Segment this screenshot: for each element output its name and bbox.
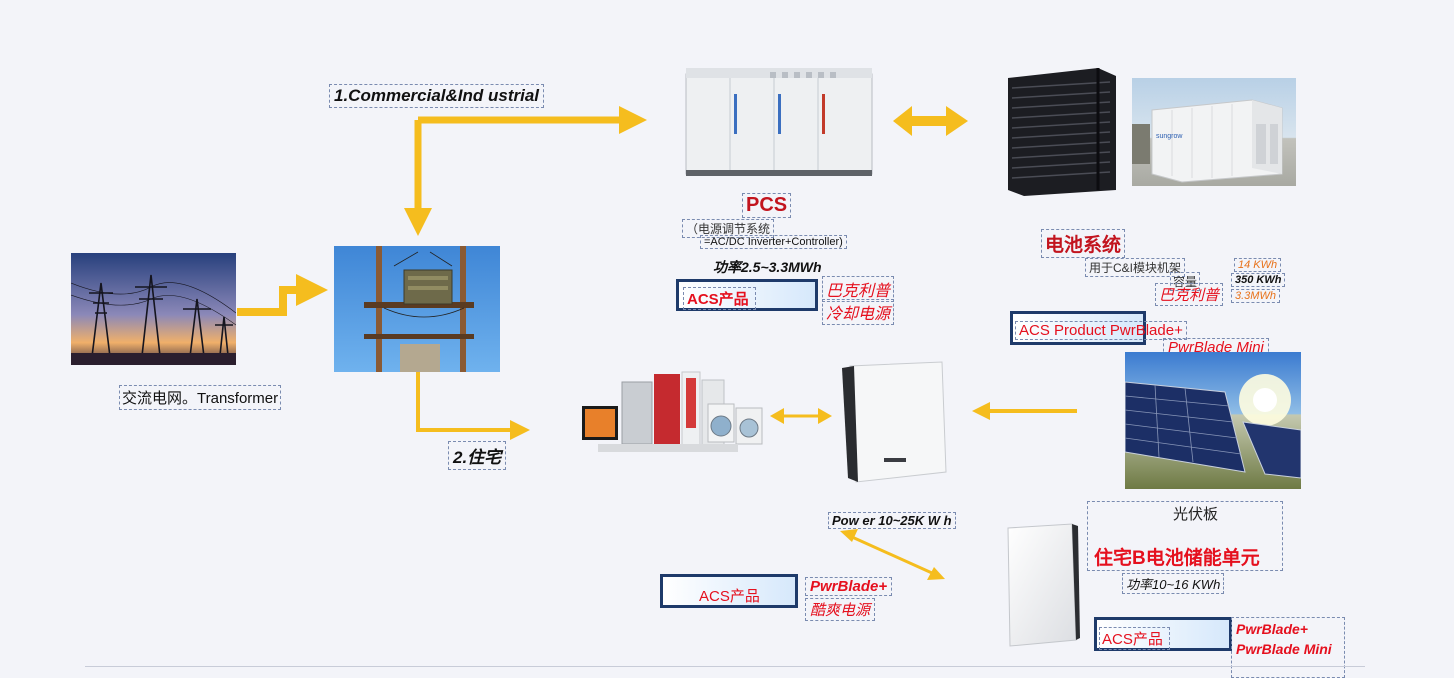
battery-rack-label: 用于C&I模块机架	[1085, 258, 1186, 277]
power-grid-image	[71, 253, 236, 365]
bottom-divider	[85, 666, 1365, 667]
home-appliances-image	[578, 368, 764, 456]
pcs-cabinet-image	[678, 64, 878, 180]
arrow-grid-to-transformer	[237, 274, 328, 316]
battery-capacity-1: 14 KWh	[1234, 258, 1282, 272]
segment-residential-label: 2.住宅	[448, 441, 507, 470]
pcs-product: 冷却电源	[822, 299, 895, 325]
battery-title: 电池系统	[1041, 229, 1126, 258]
home-battery-title: 住宅B电池储能单元	[1094, 548, 1260, 569]
home-battery-product-2: PwrBlade Mini	[1236, 641, 1332, 657]
battery-rack-image	[1002, 66, 1118, 198]
battery-acs-label: ACS Product PwrBlade+	[1015, 321, 1187, 340]
battery-partner: 巴克利普	[1155, 283, 1224, 306]
battery-container-image: sungrow	[1132, 78, 1296, 186]
solar-panels-image	[1125, 352, 1301, 489]
grid-caption: 交流电网。Transformer	[119, 385, 282, 410]
pcs-acs-label: ACS产品	[683, 287, 756, 310]
arrow-inverter-homebattery	[851, 535, 933, 575]
battery-capacity-2: 350 KWh	[1231, 273, 1286, 287]
inverter-power: Pow er 10~25K W h	[828, 512, 956, 529]
solar-caption: 光伏板	[1173, 506, 1219, 523]
inverter-product: PwrBlade+	[805, 577, 893, 596]
segment-commercial-label: 1.Commercial&Ind ustrial	[329, 84, 545, 108]
battery-capacity-label: 容量	[1170, 272, 1201, 291]
battery-capacity-3: 3.3MWh	[1231, 289, 1280, 303]
inverter-image	[838, 360, 950, 484]
solar-caption-box	[1087, 501, 1283, 571]
home-battery-image	[1002, 522, 1082, 648]
arrow-residential	[416, 372, 530, 440]
svg-text:sungrow: sungrow	[1156, 133, 1183, 140]
pcs-title: PCS	[742, 193, 792, 218]
home-battery-power: 功率10~16 KWh	[1122, 573, 1225, 594]
transformer-image	[334, 246, 500, 372]
pcs-formula: =AC/DC Inverter+Controller)	[700, 235, 847, 249]
home-battery-acs-label: ACS产品	[1099, 627, 1170, 650]
inverter-acs-label: ACS产品	[699, 588, 760, 605]
pcs-subtitle: （电源调节系统	[682, 219, 775, 238]
inverter-product-cn: 酷爽电源	[805, 598, 876, 621]
pcs-power: 功率2.5~3.3MWh	[713, 259, 822, 275]
inverter-acs-product-box	[660, 574, 798, 608]
pcs-partner: 巴克利普	[822, 276, 895, 302]
